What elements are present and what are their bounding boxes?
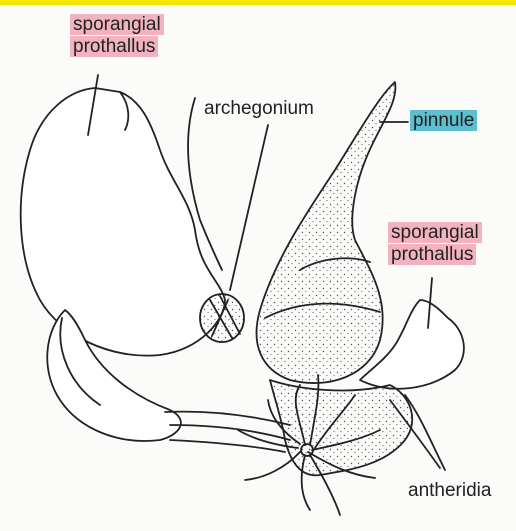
label-text: antheridia: [408, 480, 491, 501]
label-text: prothallus: [70, 36, 158, 57]
label-text: pinnule: [410, 110, 477, 131]
label-archegonium: archegonium: [204, 98, 314, 120]
left-prothallus-lobe: [21, 88, 225, 356]
leader-archegonium: [230, 125, 268, 290]
label-sporangial-prothallus-left: sporangial prothallus: [70, 14, 164, 58]
pinnule-leaf: [257, 82, 396, 383]
label-text: sporangial: [388, 222, 482, 243]
label-antheridia: antheridia: [408, 480, 491, 502]
ribbon-strips: [165, 412, 290, 452]
label-pinnule: pinnule: [410, 110, 477, 132]
label-text: archegonium: [204, 98, 314, 119]
label-text: prothallus: [388, 244, 476, 265]
label-sporangial-prothallus-right: sporangial prothallus: [388, 222, 482, 266]
label-text: sporangial: [70, 14, 164, 35]
